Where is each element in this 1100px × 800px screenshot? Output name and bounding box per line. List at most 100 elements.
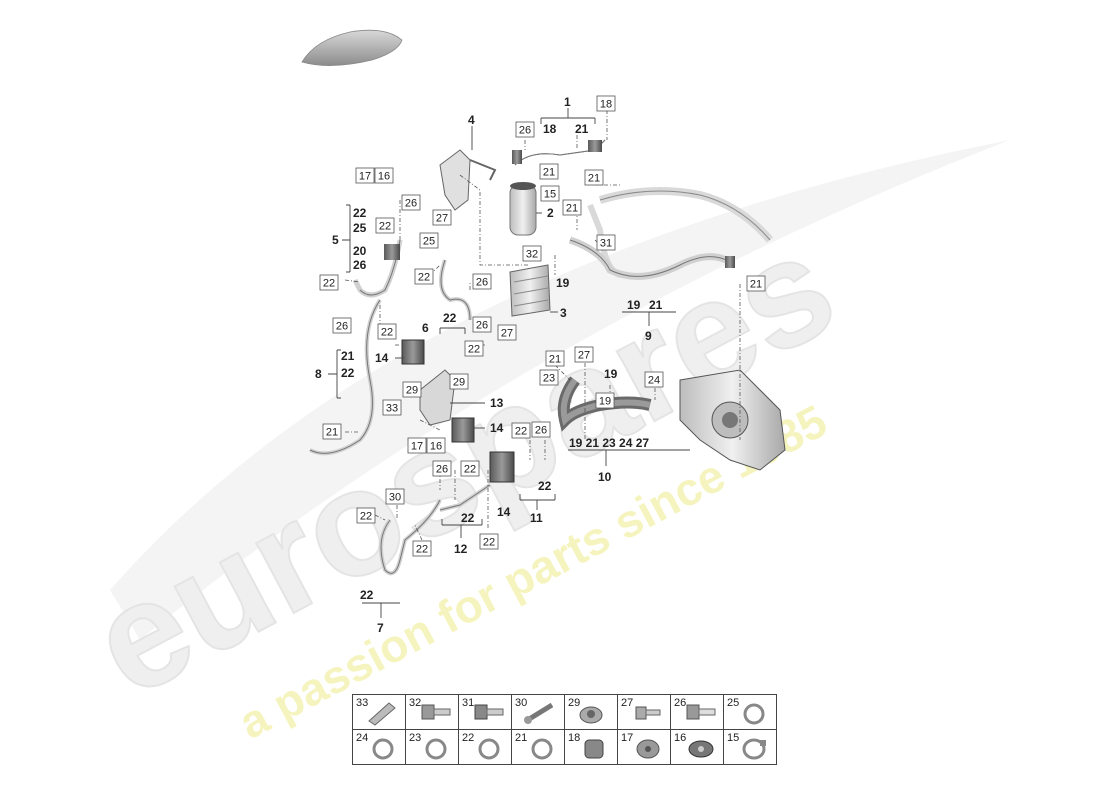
boxed-label-text: 26 xyxy=(436,464,448,476)
callout-9-21: 21 xyxy=(649,298,663,312)
sleeve-icon xyxy=(363,699,401,732)
legend-part-number: 15 xyxy=(727,732,740,744)
callout-1: 1 xyxy=(564,95,571,109)
boxed-label-text: 16 xyxy=(378,171,390,183)
callout-2: 2 xyxy=(547,206,554,220)
boxed-label-text: 31 xyxy=(600,238,612,250)
boxed-label-text: 29 xyxy=(453,377,465,389)
callout-9: 9 xyxy=(645,329,652,343)
coolant-hose-10 xyxy=(557,376,652,432)
ac-line-1 xyxy=(512,139,606,166)
ac-line-7 xyxy=(379,499,442,576)
boxed-label: 22 xyxy=(479,533,499,550)
legend-cell: 30 xyxy=(511,694,565,732)
legend-cell: 22 xyxy=(458,729,512,765)
boxed-label-text: 22 xyxy=(515,426,527,438)
boxed-label: 22 xyxy=(356,507,376,524)
callout-19a: 19 xyxy=(556,276,570,290)
legend-cell: 18 xyxy=(564,729,618,765)
callout-8: 8 xyxy=(315,367,322,381)
boxed-label-text: 22 xyxy=(464,464,476,476)
boxed-label: 17 xyxy=(355,167,375,184)
boxed-label: 16 xyxy=(426,437,446,454)
boxed-label: 27 xyxy=(432,209,452,226)
long-bolt-icon xyxy=(522,699,560,732)
boxed-label: 26 xyxy=(531,421,551,438)
legend-cell: 33 xyxy=(352,694,406,732)
boxed-label-text: 23 xyxy=(543,373,555,385)
legend-part-number: 31 xyxy=(462,697,475,709)
boxed-label-text: 21 xyxy=(549,354,561,366)
legend-cell: 31 xyxy=(458,694,512,732)
callout-10: 10 xyxy=(598,470,612,484)
boxed-label: 27 xyxy=(574,346,594,363)
legend-cell: 17 xyxy=(617,729,671,767)
valve-14-a xyxy=(401,339,425,365)
boxed-label: 25 xyxy=(419,232,439,249)
boxed-label: 30 xyxy=(385,488,405,505)
callout-11-22: 22 xyxy=(538,479,552,493)
boxed-label: 18 xyxy=(596,95,616,112)
legend-part-number: 22 xyxy=(462,732,475,744)
flange-nut-icon xyxy=(575,699,613,732)
hex-bolt-icon xyxy=(469,699,507,732)
ac-line-5 xyxy=(352,239,403,298)
legend-part-number: 27 xyxy=(621,697,634,709)
boxed-label-text: 27 xyxy=(578,350,590,362)
callout-5: 5 xyxy=(332,233,339,247)
boxed-label: 26 xyxy=(472,273,492,290)
boxed-label: 31 xyxy=(596,234,616,251)
callout-7-22: 22 xyxy=(360,588,374,602)
legend-part-number: 24 xyxy=(356,732,369,744)
callout-8-22: 22 xyxy=(341,366,355,380)
boxed-label-text: 26 xyxy=(476,320,488,332)
legend-part-number: 30 xyxy=(515,697,528,709)
callout-14b: 14 xyxy=(490,421,504,435)
boxed-label: 22 xyxy=(464,340,484,357)
callout-19b: 19 xyxy=(604,367,618,381)
legend-part-number: 29 xyxy=(568,697,581,709)
boxed-label-text: 33 xyxy=(386,403,398,415)
mounting-bracket-4 xyxy=(439,149,497,211)
bolt-icon xyxy=(628,699,666,732)
boxed-label-text: 19 xyxy=(599,396,611,408)
boxed-label-text: 18 xyxy=(600,99,612,111)
boxed-label-text: 16 xyxy=(430,441,442,453)
legend-cell: 16 xyxy=(670,729,724,767)
boxed-label-text: 21 xyxy=(543,167,555,179)
callout-6-22: 22 xyxy=(443,311,457,325)
legend-part-number: 18 xyxy=(568,732,581,744)
grommet-icon xyxy=(628,734,666,767)
legend-part-number: 33 xyxy=(356,697,369,709)
bracket-disc-icon xyxy=(681,734,719,767)
boxed-label-text: 22 xyxy=(418,272,430,284)
boxed-label-text: 26 xyxy=(336,321,348,333)
boxed-label: 26 xyxy=(472,316,492,333)
boxed-label-text: 21 xyxy=(326,427,338,439)
boxed-label: 21 xyxy=(562,199,582,216)
boxed-label: 21 xyxy=(746,275,766,292)
flange-bolt-icon xyxy=(416,699,454,732)
boxed-label-text: 17 xyxy=(411,441,423,453)
callout-4: 4 xyxy=(468,113,475,127)
callout-6: 6 xyxy=(422,321,429,335)
boxed-label: 24 xyxy=(644,371,664,388)
boxed-label: 22 xyxy=(414,268,434,285)
boxed-label-text: 22 xyxy=(323,278,335,290)
boxed-label: 21 xyxy=(539,163,559,180)
boxed-label-text: 22 xyxy=(360,511,372,523)
boxed-label-text: 22 xyxy=(379,221,391,233)
ac-line-12 xyxy=(439,483,492,512)
boxed-label: 21 xyxy=(322,423,342,440)
callout-5-20: 20 xyxy=(353,244,367,258)
callout-14a: 14 xyxy=(375,351,389,365)
group-brackets xyxy=(328,108,690,618)
receiver-dryer xyxy=(509,182,537,236)
boxed-label: 26 xyxy=(515,121,535,138)
boxed-label-text: 22 xyxy=(468,344,480,356)
boxed-label-text: 26 xyxy=(476,277,488,289)
legend-cell: 23 xyxy=(405,729,459,765)
boxed-label: 22 xyxy=(511,422,531,439)
ac-hose-19 xyxy=(568,236,735,280)
